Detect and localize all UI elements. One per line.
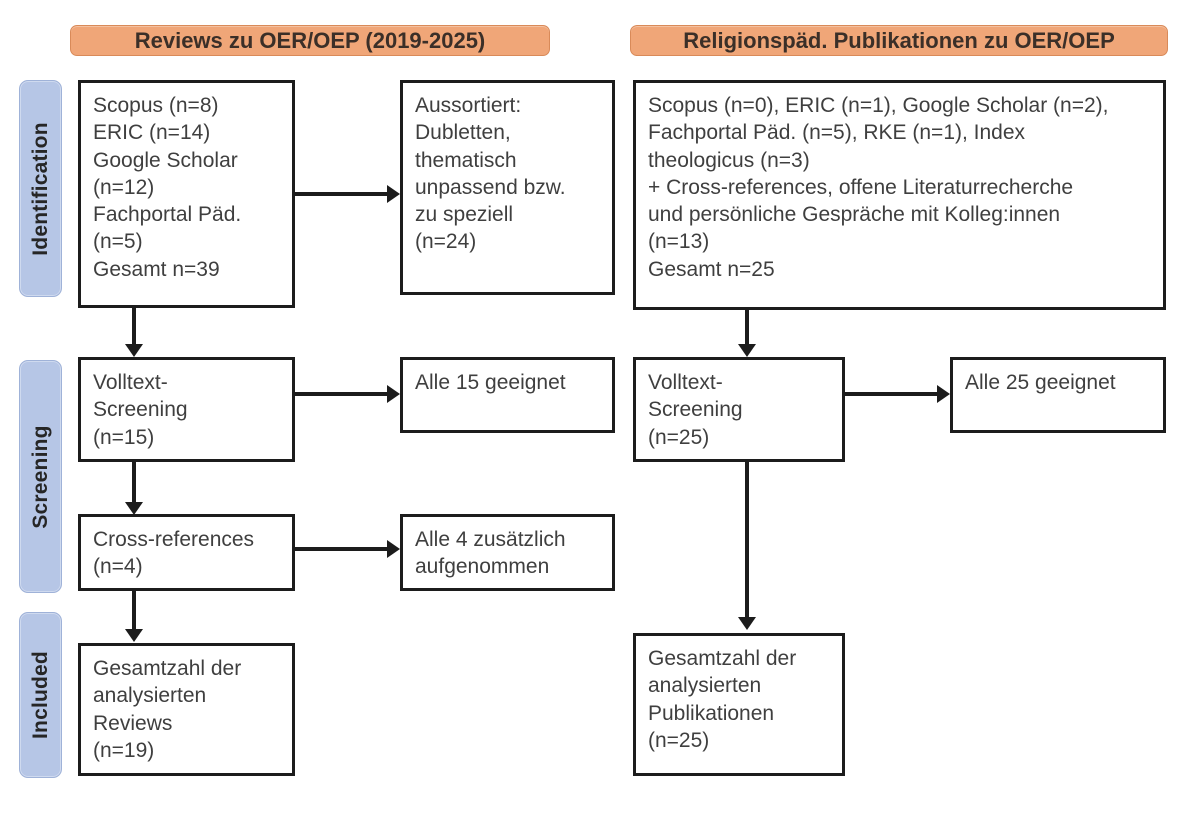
right-screening-result-box: Alle 25 geeignet xyxy=(950,357,1166,433)
left-crossref-box: Cross-references (n=4) xyxy=(78,514,295,591)
left-included-box: Gesamtzahl der analysierten Reviews (n=1… xyxy=(78,643,295,776)
arrowhead-left-crossref-to-result xyxy=(387,540,400,558)
arrowhead-left-crossref-to-included xyxy=(125,629,143,642)
left-screening-result-box: Alle 15 geeignet xyxy=(400,357,615,433)
connector-left-crossref-to-included xyxy=(132,591,136,631)
stage-label-identification: Identification xyxy=(28,121,52,256)
left-crossref-result-box: Alle 4 zusätzlich aufgenommen xyxy=(400,514,615,591)
column-header-left: Reviews zu OER/OEP (2019-2025) xyxy=(70,25,550,56)
right-identification-box: Scopus (n=0), ERIC (n=1), Google Scholar… xyxy=(633,80,1166,310)
connector-right-ident-to-screening xyxy=(745,310,749,346)
arrowhead-left-ident-to-screening xyxy=(125,344,143,357)
right-included-box: Gesamtzahl der analysierten Publikatione… xyxy=(633,633,845,776)
arrowhead-left-screening-to-crossref xyxy=(125,502,143,515)
left-identification-box: Scopus (n=8) ERIC (n=14) Google Scholar … xyxy=(78,80,295,308)
connector-left-screening-to-crossref xyxy=(132,462,136,504)
column-header-right: Religionspäd. Publikationen zu OER/OEP xyxy=(630,25,1168,56)
arrowhead-right-screening-to-result xyxy=(937,385,950,403)
connector-right-screening-to-result xyxy=(845,392,937,396)
connector-left-ident-to-excluded xyxy=(295,192,387,196)
connector-left-screening-to-result xyxy=(295,392,387,396)
stage-pill-included: Included xyxy=(19,612,62,778)
arrowhead-right-ident-to-screening xyxy=(738,344,756,357)
stage-label-screening: Screening xyxy=(28,424,52,529)
stage-label-included: Included xyxy=(28,651,52,739)
connector-right-screening-to-included xyxy=(745,462,749,619)
left-screening-box: Volltext- Screening (n=15) xyxy=(78,357,295,462)
connector-left-ident-to-screening xyxy=(132,308,136,346)
arrowhead-right-screening-to-included xyxy=(738,617,756,630)
right-screening-box: Volltext- Screening (n=25) xyxy=(633,357,845,462)
stage-pill-screening: Screening xyxy=(19,360,62,593)
stage-pill-identification: Identification xyxy=(19,80,62,297)
arrowhead-left-screening-to-result xyxy=(387,385,400,403)
connector-left-crossref-to-result xyxy=(295,547,387,551)
arrowhead-left-ident-to-excluded xyxy=(387,185,400,203)
left-excluded-box: Aussortiert: Dubletten, thematisch unpas… xyxy=(400,80,615,295)
